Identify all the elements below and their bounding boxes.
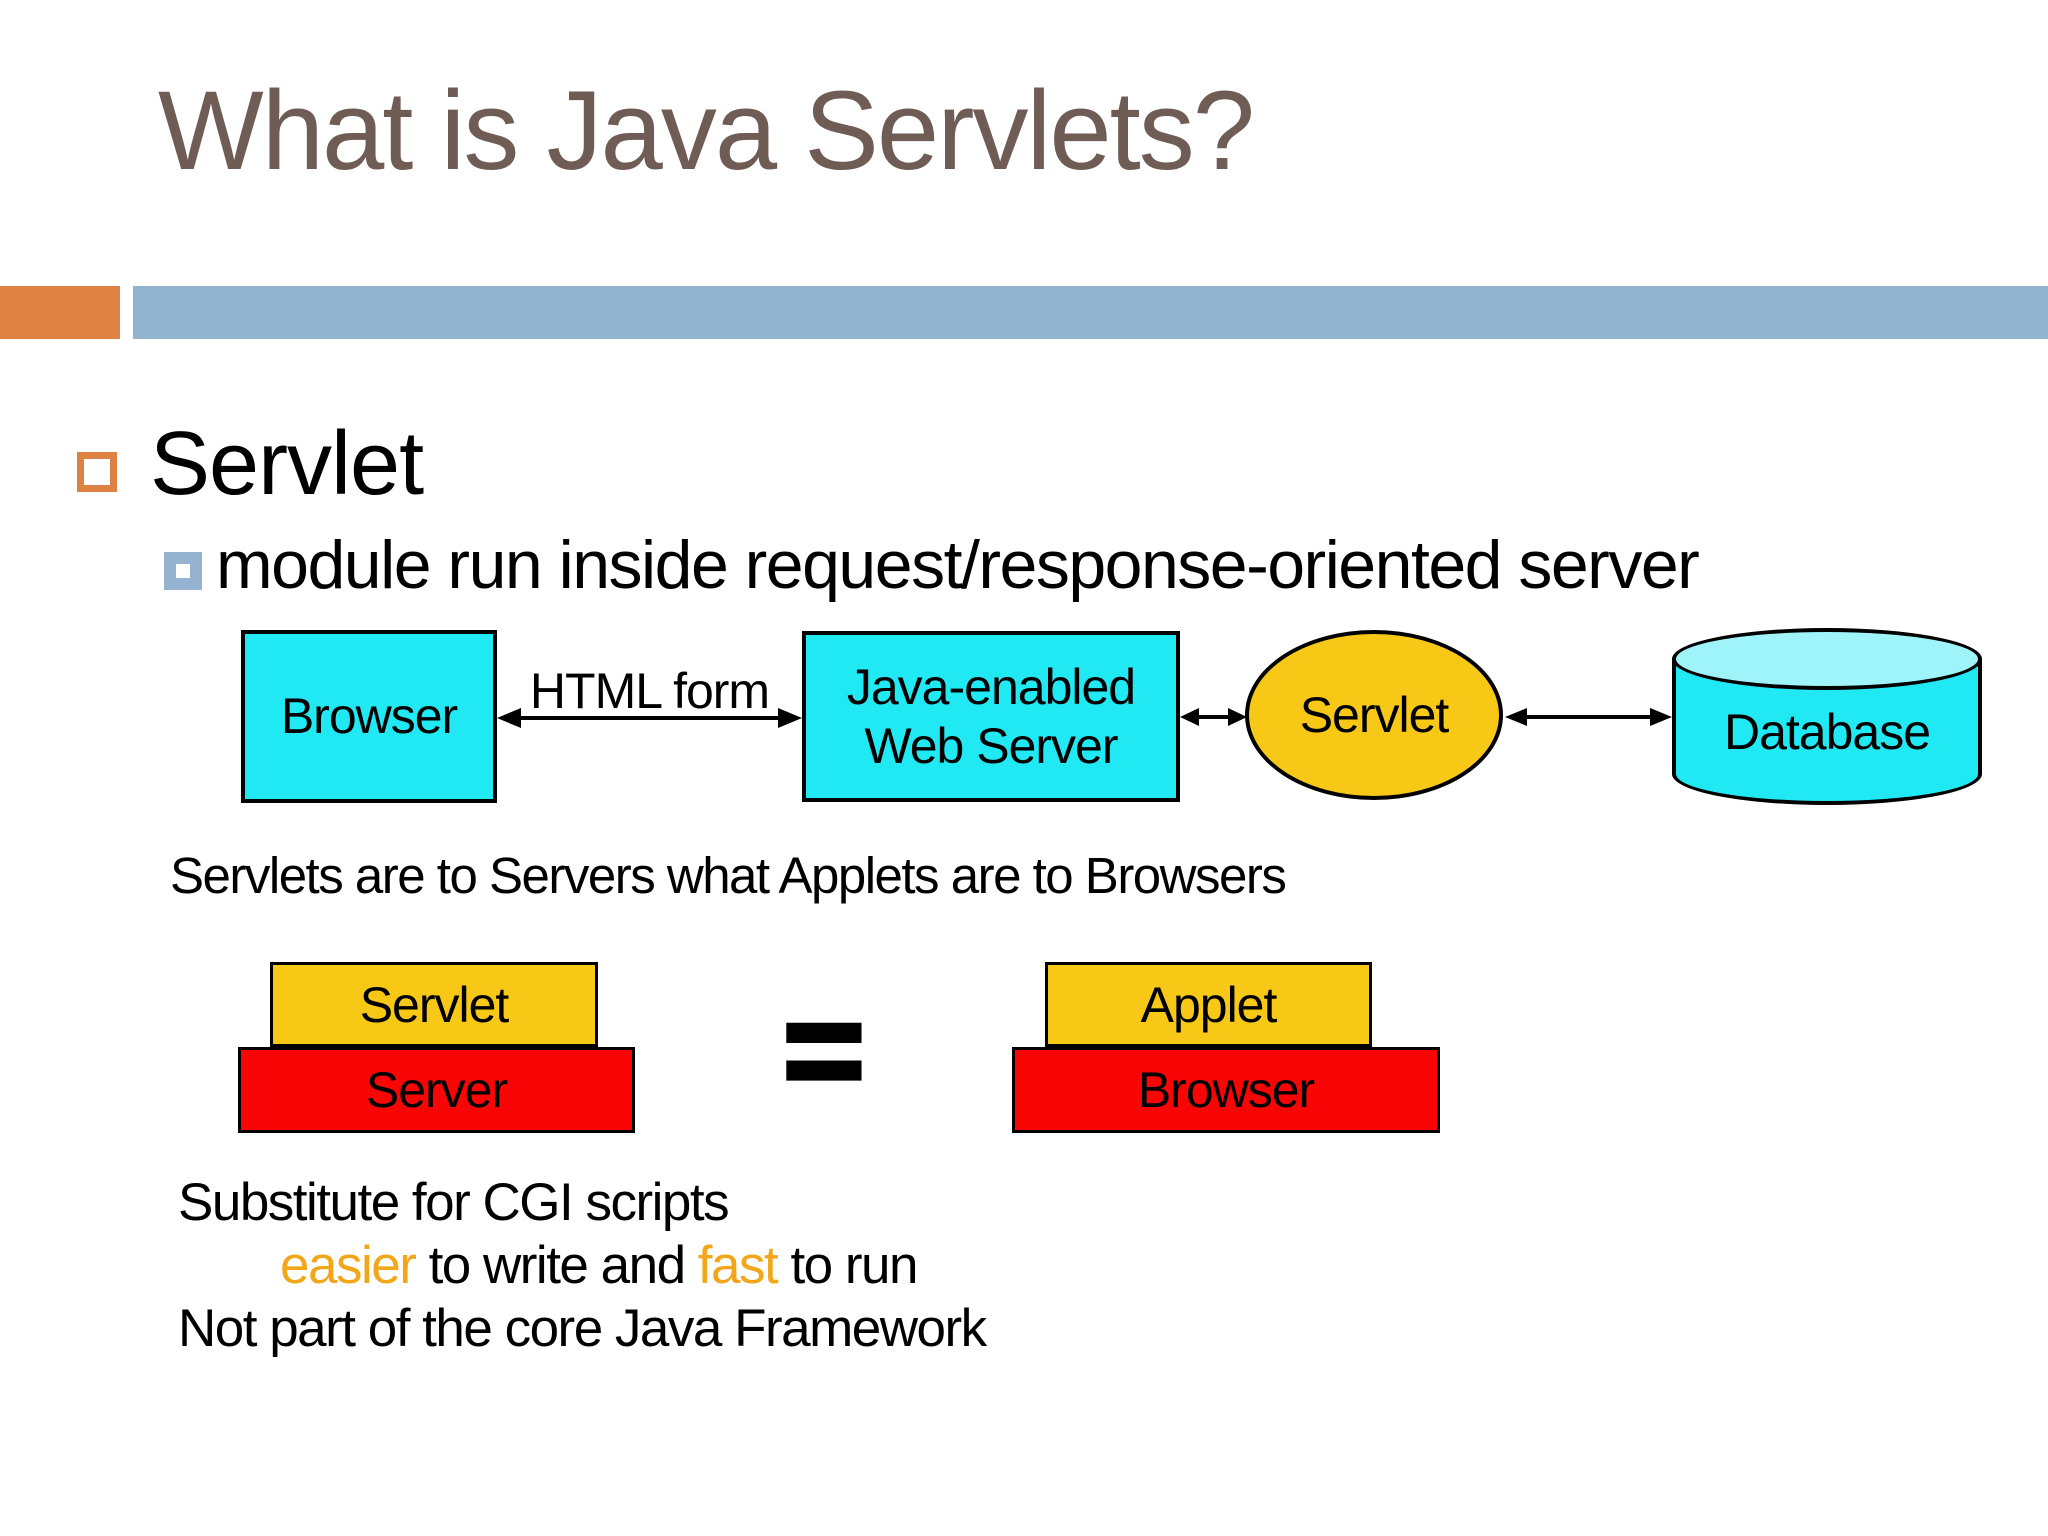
equals-sign: = (781, 971, 868, 1128)
arrow-browser-webserver-icon (497, 708, 802, 728)
servlet-node-ellipse: Servlet (1245, 630, 1503, 800)
browser-node-label: Browser (280, 688, 458, 744)
note-line-2: easier to write and fast to run (280, 1235, 918, 1296)
note-highlight-easier: easier (280, 1236, 417, 1295)
applet-layer-label: Applet (1140, 976, 1278, 1033)
blue-square-bullet-icon (164, 552, 202, 590)
database-cylinder-top (1672, 628, 1982, 690)
webserver-node-box: Java-enabled Web Server (802, 631, 1180, 802)
database-node-label: Database (1723, 704, 1931, 760)
applet-layer-box: Applet (1045, 962, 1372, 1047)
analogy-caption: Servlets are to Servers what Applets are… (170, 847, 1287, 904)
servlet-node-label: Servlet (1299, 687, 1450, 743)
arrow-servlet-database-icon (1505, 708, 1672, 726)
webserver-label-line2: Web Server (864, 717, 1118, 774)
webserver-label-line1: Java-enabled (846, 658, 1136, 715)
servlet-layer-label: Servlet (359, 976, 510, 1033)
html-form-label: HTML form (529, 663, 770, 719)
accent-bar-orange (0, 286, 120, 339)
server-layer-box: Server (238, 1047, 635, 1133)
webserver-node-label: Java-enabled Web Server (846, 658, 1136, 776)
note-highlight-fast: fast (697, 1236, 779, 1295)
note-line-1: Substitute for CGI scripts (178, 1173, 730, 1232)
accent-bar-blue (133, 286, 2048, 339)
bullet-level1-text: Servlet (150, 414, 424, 514)
server-layer-label: Server (365, 1062, 508, 1118)
note-line-2-end: to run (777, 1236, 918, 1295)
browser-layer-box: Browser (1012, 1047, 1440, 1133)
orange-square-bullet-icon (77, 452, 117, 492)
browser-layer-label: Browser (1137, 1062, 1315, 1118)
servlet-layer-box: Servlet (270, 962, 598, 1047)
arrow-webserver-servlet-icon (1180, 708, 1247, 726)
browser-node-box: Browser (241, 630, 497, 803)
note-line-2-mid: to write and (415, 1236, 698, 1295)
bullet-level2-text: module run inside request/response-orien… (216, 527, 1700, 603)
note-line-3: Not part of the core Java Framework (178, 1299, 987, 1358)
page-title: What is Java Servlets? (158, 68, 1255, 193)
